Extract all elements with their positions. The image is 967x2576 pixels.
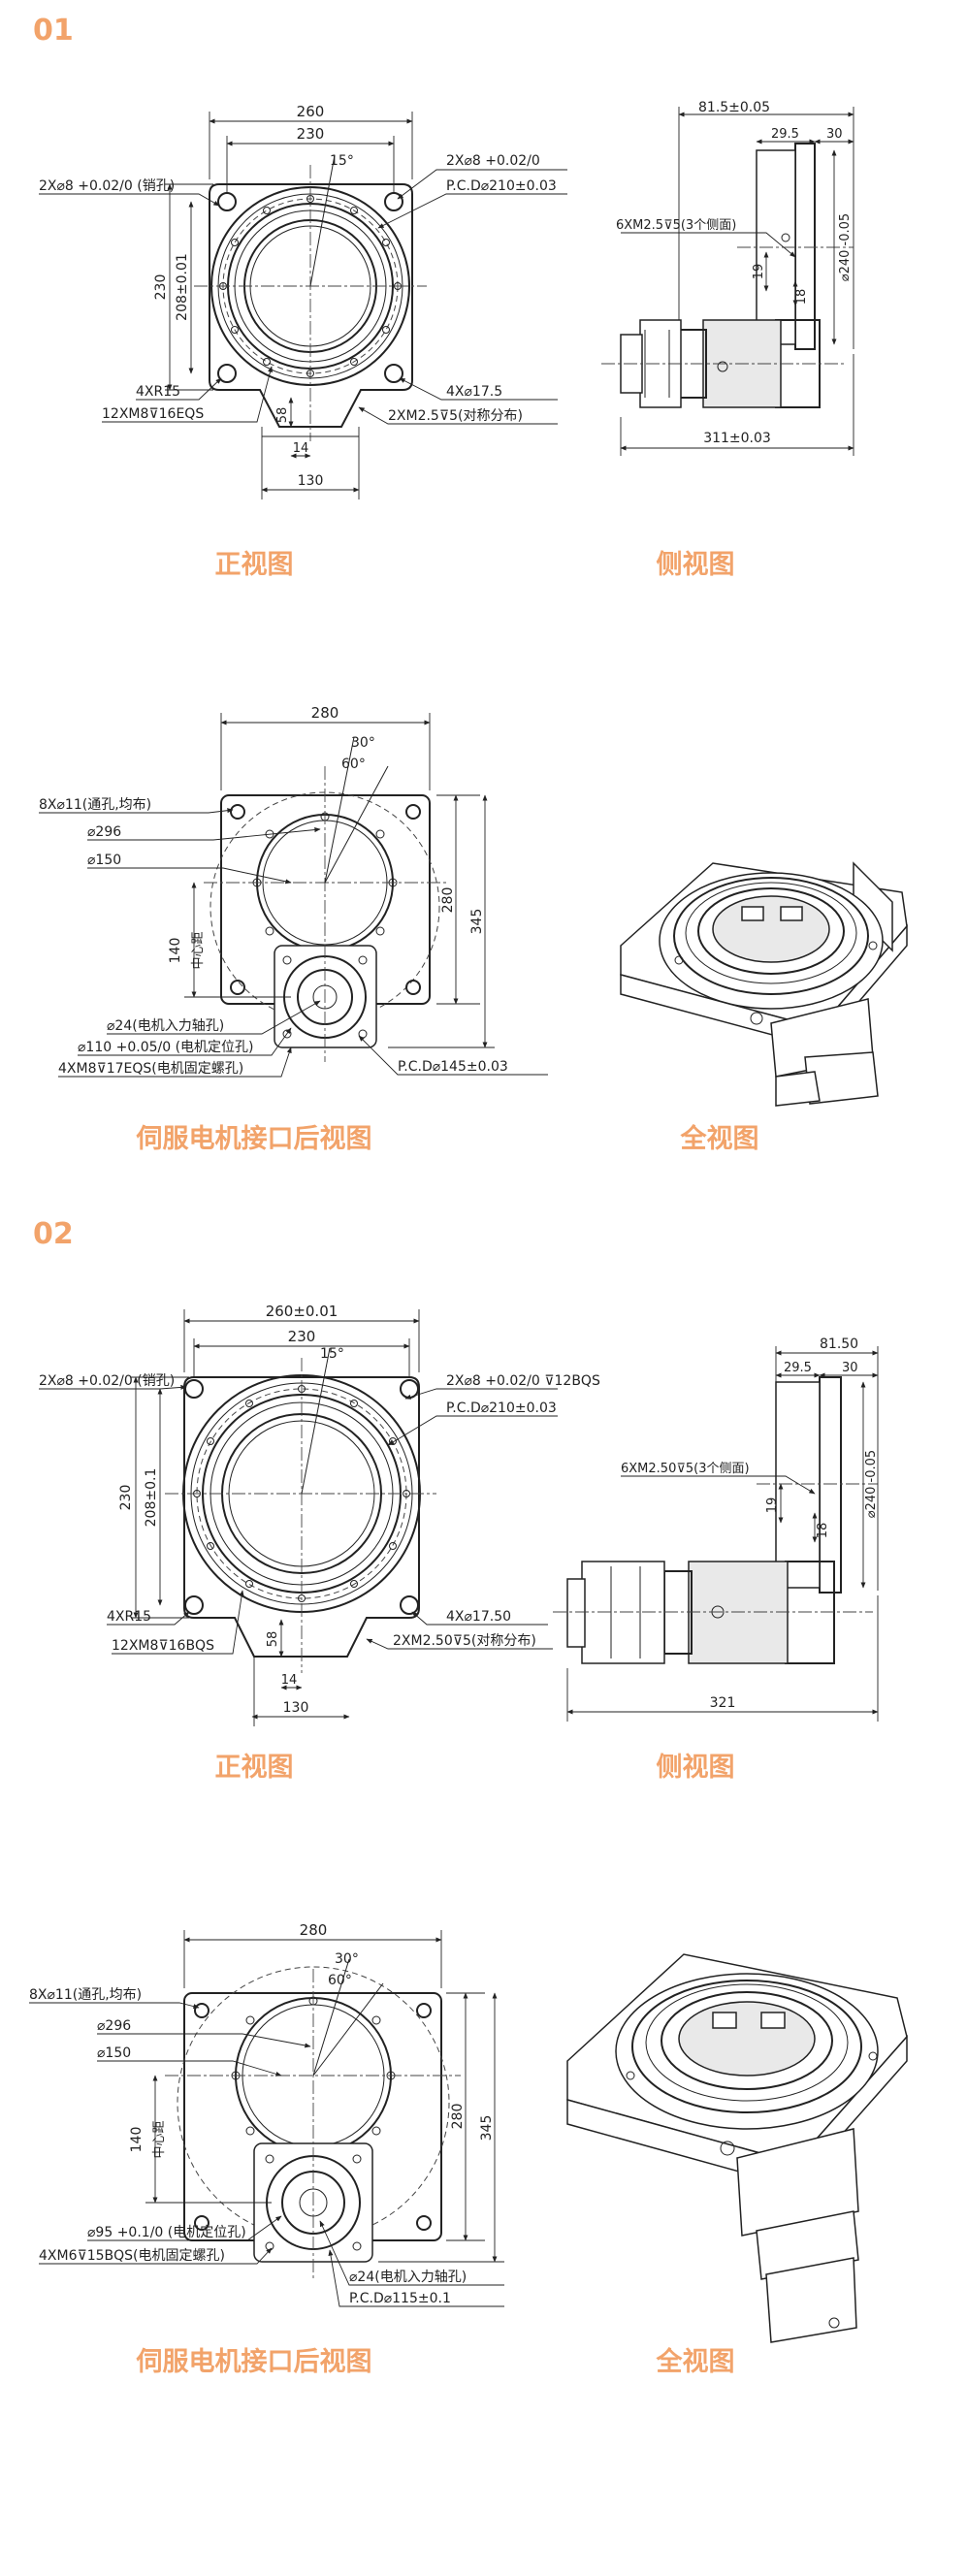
dim-height-208-2: 208±0.1 (144, 1468, 159, 1528)
dia-296: ⌀296 (87, 824, 121, 840)
dim-260-2: 260±0.01 (266, 1303, 338, 1320)
motor-fixing-thread-2: 4XM6⊽15BQS(电机固定螺孔) (39, 2248, 225, 2264)
section-number-01: 01 (33, 14, 74, 48)
front-view-2-labels: 260±0.01 230 15° 2X⌀8 +0.02/0 (销孔) 2X⌀8 … (39, 1303, 600, 1716)
center-distance: 中心距 (191, 931, 206, 969)
full-view-2 (566, 1953, 908, 2343)
angle-15-2: 15° (320, 1346, 344, 1362)
dim-19: 19 (752, 264, 766, 280)
angle-15: 15° (330, 153, 354, 169)
side-view-2-labels: 81.50 29.5 30 6XM2.50⊽5(3个侧面) 19 18 ⌀240… (621, 1336, 879, 1711)
dim-30: 30 (826, 127, 843, 142)
rear-pcd-label: P.C.D⌀145±0.03 (398, 1059, 508, 1075)
dim-240-2: ⌀240 -0.05 (864, 1450, 879, 1518)
dim-19-2: 19 (765, 1497, 780, 1514)
motor-locating-hole: ⌀110 +0.05/0 (电机定位孔) (78, 1040, 254, 1055)
section-number-02: 02 (33, 1217, 74, 1251)
pin-hole-label: 2X⌀8 +0.02/0 (销孔) (39, 178, 175, 194)
input-shaft-hole-2: ⌀24(电机入力轴孔) (349, 2270, 467, 2285)
thread-m8-label-2: 12XM8⊽16BQS (112, 1638, 214, 1654)
dia-150-2: ⌀150 (97, 2045, 131, 2061)
dim-height-280: 280 (440, 887, 456, 914)
dim-230-2: 230 (288, 1328, 316, 1345)
thread-m25-side-label: 6XM2.5⊽5(3个侧面) (616, 218, 736, 233)
center-distance-2: 中心距 (152, 2120, 167, 2158)
dim-130: 130 (298, 473, 324, 489)
dim-29-5: 29.5 (771, 127, 799, 142)
rear-view-1 (39, 713, 548, 1078)
dim-81-5: 81.5±0.05 (698, 100, 770, 115)
dim-height-280-2: 280 (450, 2104, 466, 2130)
pin-hole-label-2: 2X⌀8 +0.02/0 (销孔) (39, 1373, 175, 1389)
dim-29-5-2: 29.5 (784, 1361, 812, 1375)
caption-rear-view-1: 伺服电机接口后视图 (136, 1124, 372, 1154)
dim-280: 280 (311, 704, 339, 722)
full-view-1 (620, 861, 908, 1107)
side-view-1-labels: 81.5±0.05 29.5 30 6XM2.5⊽5(3个侧面) 19 18 ⌀… (616, 100, 853, 446)
motor-fixing-thread: 4XM8⊽17EQS(电机固定螺孔) (58, 1061, 243, 1077)
motor-locating-hole-2: ⌀95 +0.1/0 (电机定位孔) (87, 2225, 246, 2240)
angle-30: 30° (351, 735, 375, 751)
dia-296-2: ⌀296 (97, 2018, 131, 2034)
caption-side-view-1: 侧视图 (656, 550, 735, 580)
dim-14: 14 (293, 441, 309, 456)
radius-label-2: 4XR15 (107, 1609, 151, 1625)
dim-130-2: 130 (283, 1700, 309, 1716)
thread-m25-side-label-2: 6XM2.50⊽5(3个侧面) (621, 1462, 750, 1476)
caption-full-view-1: 全视图 (680, 1124, 759, 1154)
dim-height-230: 230 (153, 274, 169, 301)
dim-311: 311±0.03 (703, 431, 771, 446)
through-hole-label-2: 8X⌀11(通孔,均布) (29, 1987, 142, 2003)
dim-280-2: 280 (300, 1921, 328, 1939)
dim-18: 18 (794, 289, 809, 306)
caption-rear-view-2: 伺服电机接口后视图 (136, 2347, 372, 2377)
dim-260: 260 (297, 103, 325, 120)
rear-pcd-label-2: P.C.D⌀115±0.1 (349, 2291, 451, 2306)
caption-side-view-2: 侧视图 (656, 1753, 735, 1783)
front-view-2 (39, 1309, 558, 1726)
thread-m25-label: 2XM2.5⊽5(对称分布) (388, 408, 523, 424)
dim-240: ⌀240 -0.05 (838, 213, 853, 281)
rear-view-2-labels: 280 30° 60° 8X⌀11(通孔,均布) ⌀296 ⌀150 140 中… (29, 1921, 495, 2306)
through-hole-label: 8X⌀11(通孔,均布) (39, 797, 151, 813)
dia-150: ⌀150 (87, 853, 121, 868)
pin-hole-2-label-2: 2X⌀8 +0.02/0 ⊽12BQS (446, 1373, 600, 1389)
dim-58-2: 58 (266, 1631, 280, 1648)
angle-60: 60° (341, 757, 366, 772)
angle-30-2: 30° (335, 1951, 359, 1967)
side-view-2 (553, 1346, 879, 1722)
dim-height-230-2: 230 (118, 1485, 134, 1511)
hole-17-label: 4X⌀17.5 (446, 384, 502, 400)
rear-view-1-labels: 280 30° 60° 8X⌀11(通孔,均布) ⌀296 ⌀150 140 中… (39, 704, 508, 1077)
dim-140-2: 140 (129, 2127, 145, 2153)
dim-230: 230 (297, 125, 325, 143)
thread-m8-label: 12XM8⊽16EQS (102, 406, 204, 422)
pcd-label: P.C.D⌀210±0.03 (446, 178, 557, 194)
dim-81-5-2: 81.50 (820, 1336, 858, 1352)
rear-view-2 (29, 1930, 504, 2307)
caption-full-view-2: 全视图 (656, 2347, 735, 2377)
hole-17-label-2: 4X⌀17.50 (446, 1609, 511, 1625)
pcd-label-2: P.C.D⌀210±0.03 (446, 1401, 557, 1416)
dim-321: 321 (710, 1695, 736, 1711)
dim-30-2: 30 (842, 1361, 858, 1375)
angle-60-2: 60° (328, 1973, 352, 1988)
thread-m25-label-2: 2XM2.50⊽5(对称分布) (393, 1633, 536, 1649)
front-view-1-labels: 260 230 15° 2X⌀8 +0.02/0 (销孔) 2X⌀8 +0.02… (39, 103, 557, 489)
dim-140: 140 (168, 938, 183, 964)
caption-front-view-2: 正视图 (214, 1753, 294, 1783)
dim-height-345-2: 345 (479, 2115, 495, 2141)
caption-front-view-1: 正视图 (214, 550, 294, 580)
dim-height-345: 345 (469, 909, 485, 935)
input-shaft-hole: ⌀24(电机入力轴孔) (107, 1018, 224, 1034)
dim-18-2: 18 (816, 1523, 830, 1539)
side-view-1 (601, 107, 854, 456)
radius-label: 4XR15 (136, 384, 180, 400)
pin-hole-2-label: 2X⌀8 +0.02/0 (446, 153, 540, 169)
front-view-1 (39, 112, 567, 499)
dim-14-2: 14 (281, 1673, 298, 1688)
dim-58: 58 (275, 407, 290, 424)
dim-height-208: 208±0.01 (175, 253, 190, 321)
